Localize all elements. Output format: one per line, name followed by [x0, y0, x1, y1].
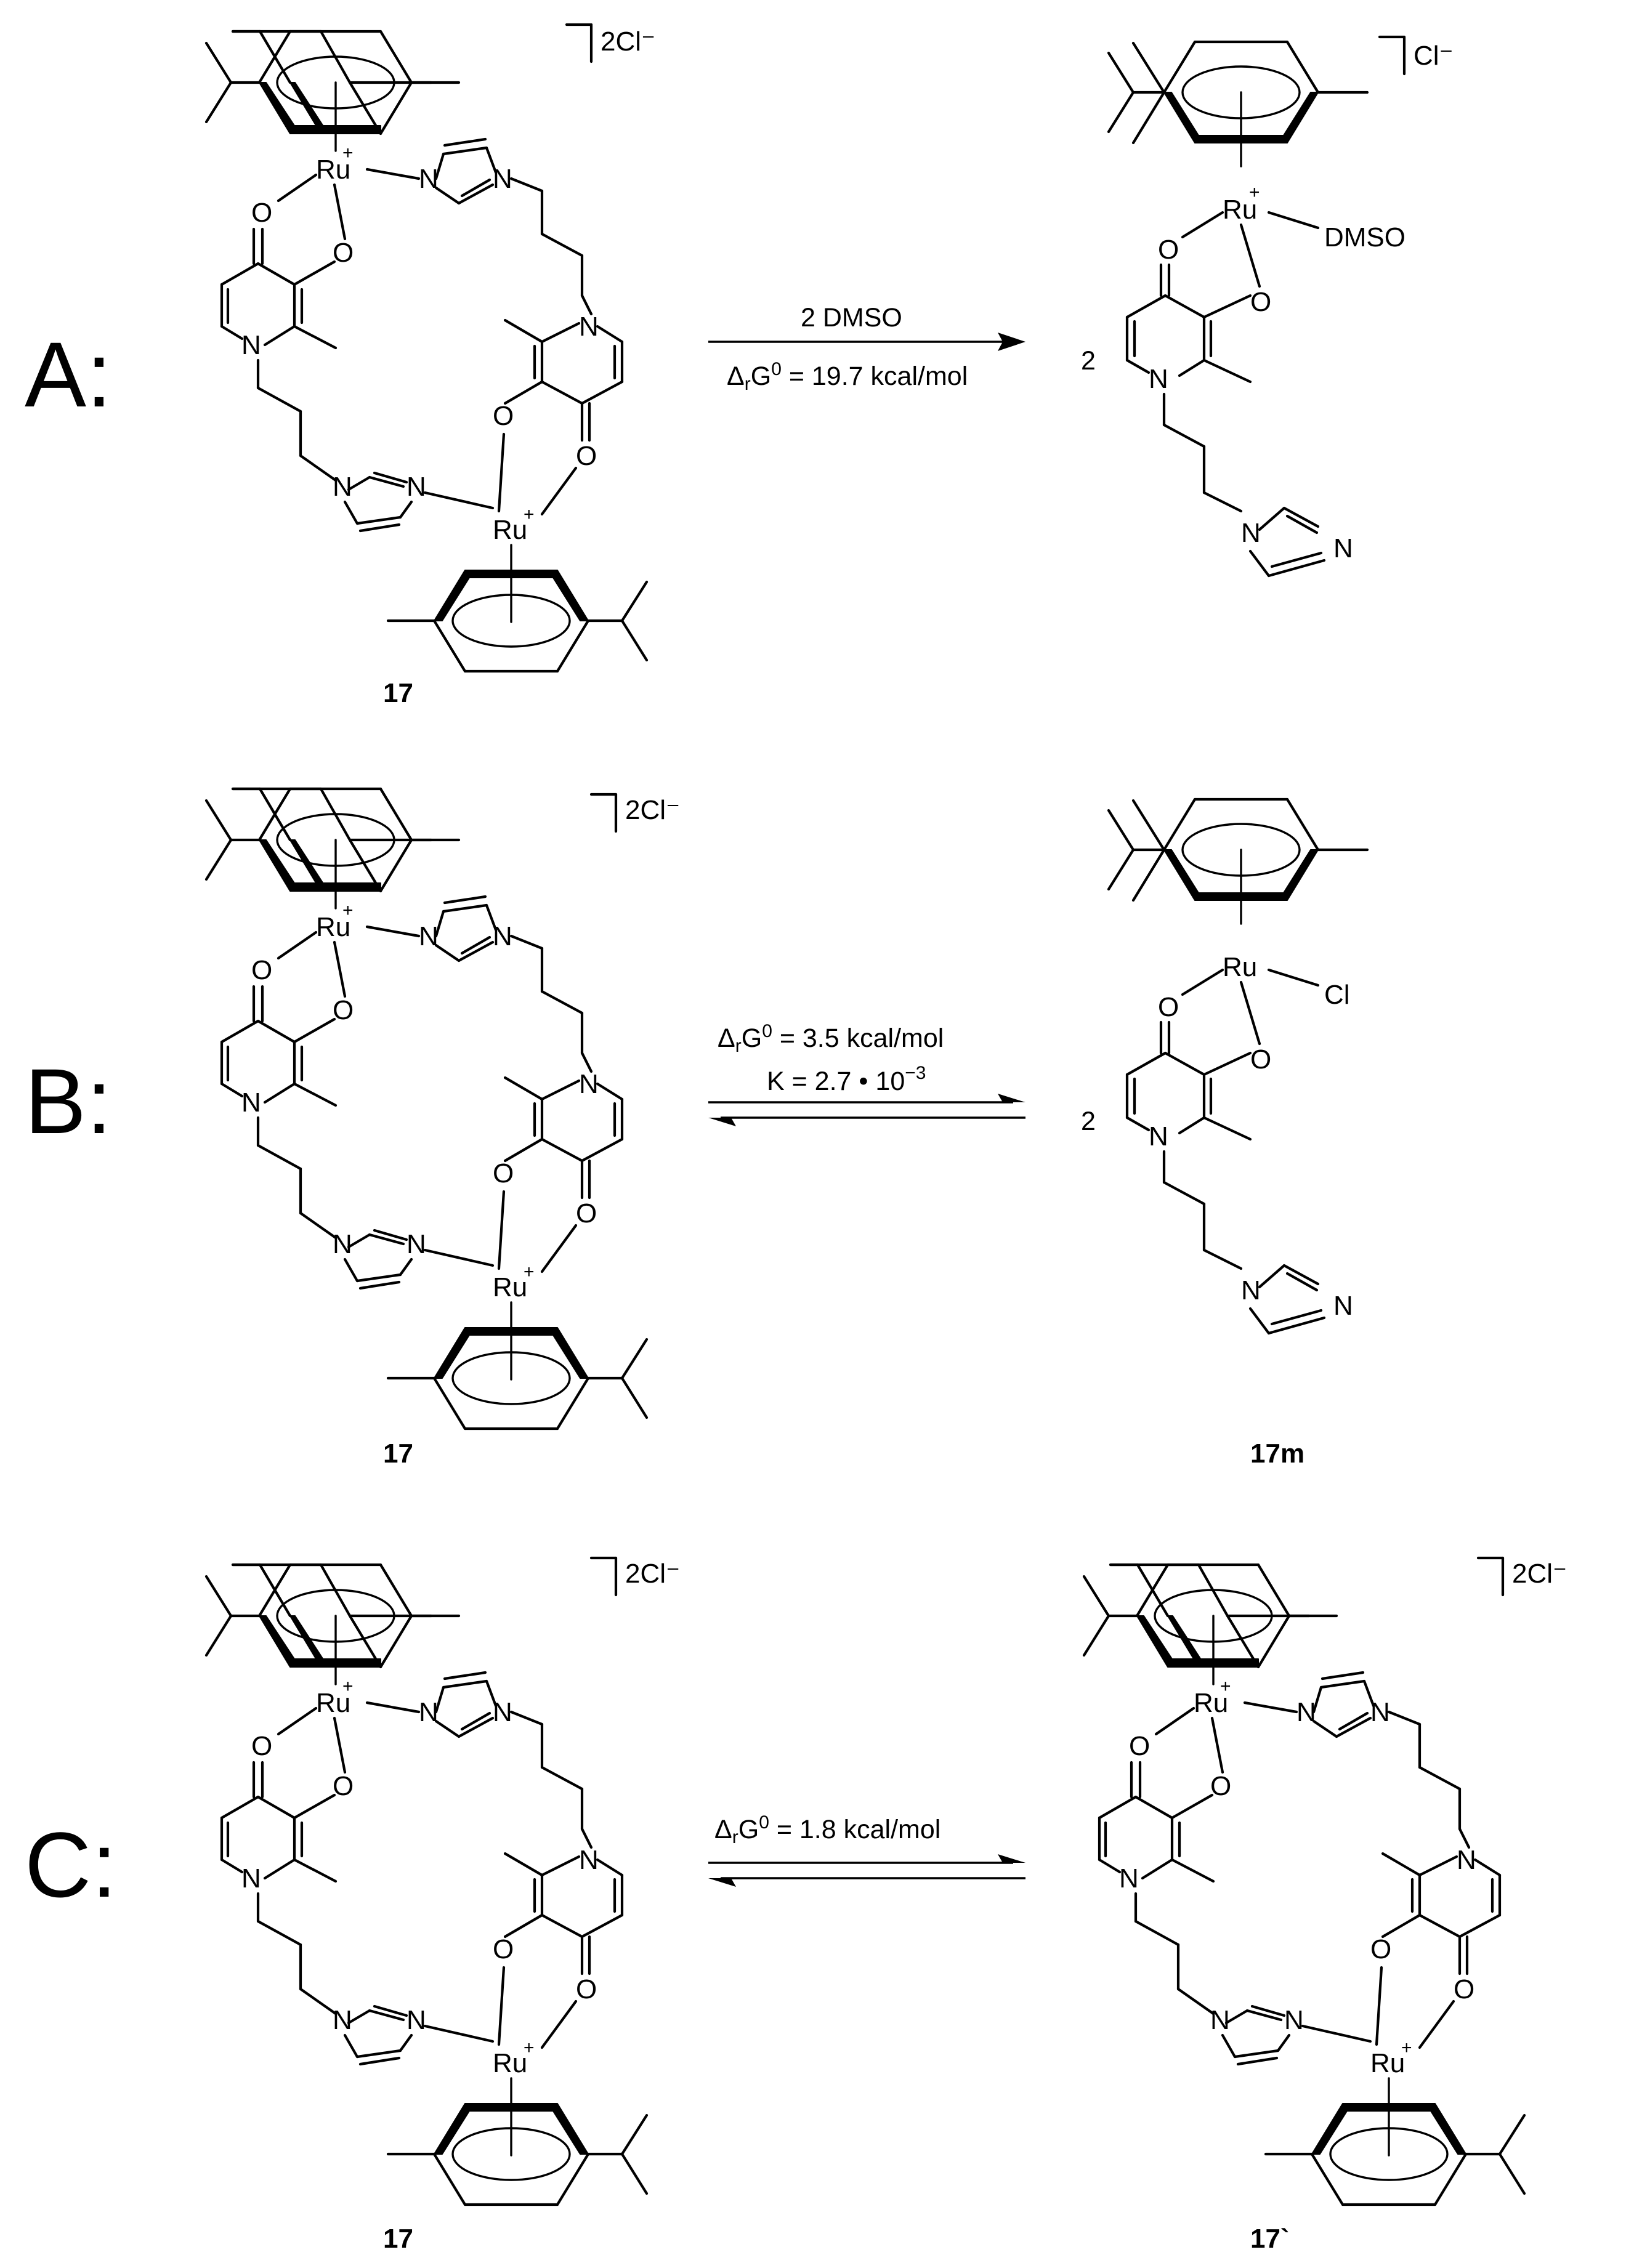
equilibrium-arrow-c: ΔrG0 = 1.8 kcal/mol — [708, 1812, 1025, 1887]
counterion-bracket-c-right: 2Cl⁻ — [1476, 1556, 1567, 1597]
arrow-energy-b: ΔrG0 = 3.5 kcal/mol — [718, 1021, 944, 1056]
compound-label-17-b: 17 — [383, 1439, 413, 1469]
svg-text:Cl: Cl — [1324, 980, 1350, 1010]
svg-text:O: O — [1250, 1044, 1271, 1075]
svg-text:2Cl⁻: 2Cl⁻ — [1512, 1559, 1567, 1589]
product-17-prime — [1084, 1565, 1524, 2205]
svg-text:N: N — [1149, 364, 1168, 394]
svg-text:N: N — [1333, 533, 1353, 563]
svg-text:O: O — [1158, 235, 1179, 265]
panel-label-c: C: — [25, 1813, 117, 1916]
arrow-energy-a: ΔrG0 = 19.7 kcal/mol — [727, 359, 968, 394]
arrow-constant-b: K = 2.7 • 10−3 — [767, 1063, 926, 1096]
equilibrium-arrow-b: ΔrG0 = 3.5 kcal/mol K = 2.7 • 10−3 — [708, 1021, 1025, 1126]
svg-text:DMSO: DMSO — [1324, 222, 1405, 252]
svg-text:N: N — [1241, 518, 1261, 548]
compound-label-17-a: 17 — [383, 678, 413, 708]
panel-b: B: 2Cl⁻ 17 ΔrG0 = 3.5 kcal/mol K = 2.7 •… — [25, 789, 1367, 1469]
svg-text:Ru: Ru — [1223, 195, 1257, 225]
svg-text:2Cl⁻: 2Cl⁻ — [625, 795, 680, 825]
svg-text:Cl⁻: Cl⁻ — [1414, 41, 1454, 71]
product-monomer-17m: Ru Cl O O N N — [1109, 799, 1367, 1335]
compound-label-17m: 17m — [1250, 1439, 1304, 1469]
svg-text:Ru: Ru — [1223, 952, 1257, 982]
counterion-bracket-b: 2Cl⁻ — [589, 793, 680, 833]
svg-text:N: N — [1333, 1291, 1353, 1321]
reactant-17-c — [206, 1565, 647, 2205]
coefficient-b: 2 — [1081, 1107, 1096, 1136]
svg-text:O: O — [1158, 992, 1179, 1022]
coefficient-a: 2 — [1081, 346, 1096, 376]
panel-c: C: 2Cl⁻ 17 ΔrG0 = 1.8 kcal/mol 2Cl⁻ 17` — [25, 1556, 1567, 2254]
svg-text:2Cl⁻: 2Cl⁻ — [601, 26, 655, 57]
panel-label-b: B: — [25, 1049, 112, 1153]
svg-text:N: N — [1241, 1275, 1261, 1306]
svg-text:O: O — [1250, 287, 1271, 317]
panel-label-a: A: — [25, 323, 112, 426]
svg-text:+: + — [1249, 182, 1260, 203]
arrow-energy-c: ΔrG0 = 1.8 kcal/mol — [714, 1812, 940, 1847]
panel-a: A: 2Cl⁻ 17 2 DMSO ΔrG0 = 19.7 kcal/mol 2… — [25, 23, 1454, 708]
product-monomer-a: Cl⁻ Ru + DMSO O O N N — [1109, 35, 1454, 578]
svg-text:N: N — [1149, 1121, 1168, 1152]
reaction-arrow-a: 2 DMSO ΔrG0 = 19.7 kcal/mol — [708, 303, 1025, 394]
compound-label-17-prime: 17` — [1250, 2224, 1290, 2254]
counterion-bracket-c-left: 2Cl⁻ — [589, 1556, 680, 1597]
compound-label-17-c: 17 — [383, 2224, 413, 2254]
reactant-17-b — [206, 789, 647, 1429]
counterion-bracket-a: 2Cl⁻ — [565, 23, 655, 63]
arrow-reagent-a: 2 DMSO — [801, 303, 902, 333]
svg-text:2Cl⁻: 2Cl⁻ — [625, 1559, 680, 1589]
reactant-17-a — [206, 31, 647, 671]
